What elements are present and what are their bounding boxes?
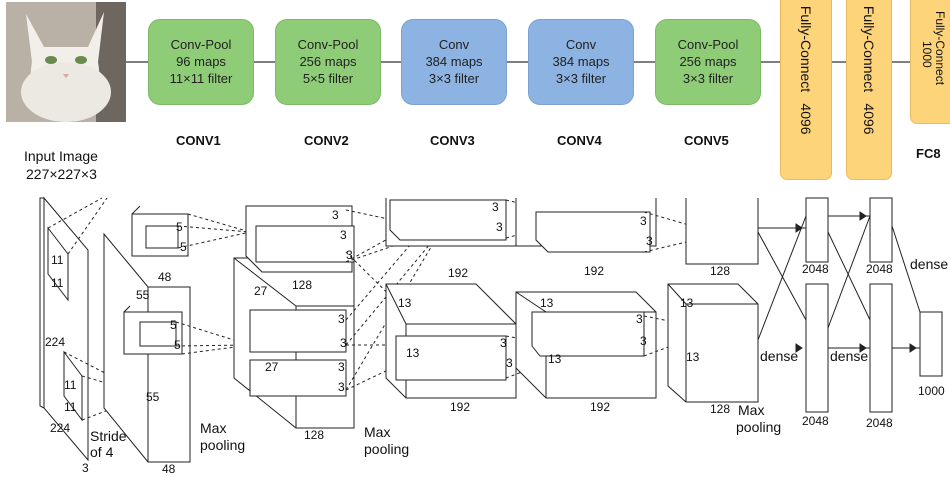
c3-n3-b: 3 <box>496 220 503 234</box>
maxpool1-a: Max <box>200 420 226 436</box>
d-n2048-b: 2048 <box>866 262 893 276</box>
c1-n55-a: 55 <box>136 288 149 302</box>
c2-n3-c: 3 <box>346 248 353 262</box>
maxpool1-b: pooling <box>200 437 245 453</box>
n11-d: 11 <box>64 400 76 414</box>
c2-n3-d: 3 <box>338 312 345 326</box>
c2-n27-b: 27 <box>265 360 278 374</box>
c3-n3-d: 3 <box>506 356 513 370</box>
c2-n3-b: 3 <box>340 228 347 242</box>
conv4-volume <box>516 198 656 398</box>
n224-a: 224 <box>45 335 65 349</box>
dense-label-b: dense <box>830 348 868 364</box>
c5-n128-b: 128 <box>710 402 730 416</box>
c1-n48-a: 48 <box>158 270 171 284</box>
c3-n192-b: 192 <box>450 400 470 414</box>
n3-label: 3 <box>82 461 89 475</box>
c1-n48-b: 48 <box>162 462 175 476</box>
c3-n13-a: 13 <box>398 296 411 310</box>
n11-c: 11 <box>64 378 76 392</box>
dense-layers <box>758 198 942 412</box>
c1-n5-b: 5 <box>180 240 187 254</box>
c2-n27-a: 27 <box>254 284 267 298</box>
c1-n55-b: 55 <box>146 390 159 404</box>
conv1-volume <box>104 206 190 462</box>
maxpool3-a: Max <box>738 402 764 418</box>
c2-n3-e: 3 <box>340 336 347 350</box>
stride-label: Stride <box>90 428 127 444</box>
c2-n128-b: 128 <box>304 428 324 442</box>
c4-n13-a: 13 <box>540 296 553 310</box>
c2-n128-a: 128 <box>292 278 312 292</box>
c2-n3-g: 3 <box>338 380 345 394</box>
c4-n3-d: 3 <box>640 334 647 348</box>
c5-n13-a: 13 <box>680 296 693 310</box>
c4-n3-a: 3 <box>640 214 647 228</box>
dense-label-a: dense <box>760 348 798 364</box>
c3-n3-c: 3 <box>500 336 507 350</box>
n11-a: 11 <box>51 253 63 267</box>
d-n1000: 1000 <box>918 384 945 398</box>
c4-n192-b: 192 <box>590 400 610 414</box>
c2-n3-f: 3 <box>338 360 345 374</box>
c2-n3-a: 3 <box>332 208 339 222</box>
maxpool2-a: Max <box>364 424 390 440</box>
d-n2048-a: 2048 <box>802 262 829 276</box>
c4-n13-b: 13 <box>548 352 561 366</box>
of4-label: of 4 <box>90 444 113 460</box>
d-n2048-c: 2048 <box>802 414 829 428</box>
c1-n5-d: 5 <box>174 338 181 352</box>
maxpool2-b: pooling <box>364 441 409 457</box>
c4-n192-a: 192 <box>584 264 604 278</box>
conv2-volume <box>234 206 354 428</box>
c1-n5-a: 5 <box>176 220 183 234</box>
c5-n13-b: 13 <box>686 350 699 364</box>
d-n2048-d: 2048 <box>866 416 893 430</box>
c5-n128-a: 128 <box>710 264 730 278</box>
c3-n13-b: 13 <box>406 346 419 360</box>
dense-label-c: dense <box>910 256 948 272</box>
c4-n3-c: 3 <box>636 312 643 326</box>
n224-b: 224 <box>50 421 70 435</box>
c1-n5-c: 5 <box>170 318 177 332</box>
c3-n3-a: 3 <box>492 200 499 214</box>
c3-n192-a: 192 <box>448 266 468 280</box>
maxpool3-b: pooling <box>736 419 781 435</box>
n11-b: 11 <box>51 276 63 290</box>
c4-n3-b: 3 <box>646 234 653 248</box>
